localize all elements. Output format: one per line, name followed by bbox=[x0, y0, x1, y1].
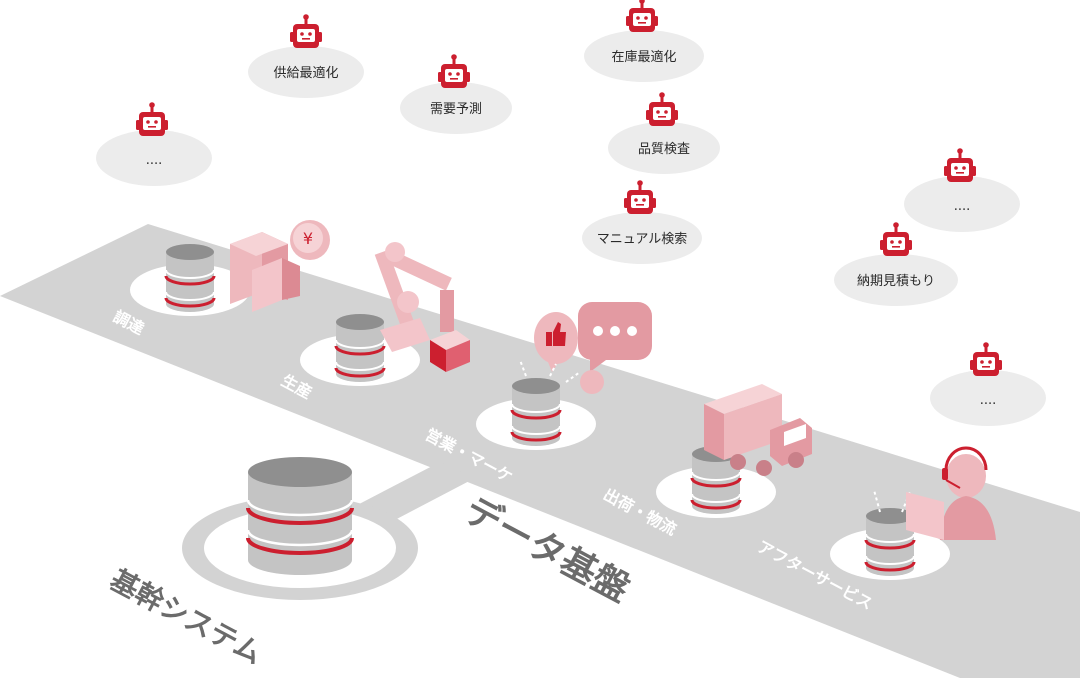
bubble-label: マニュアル検索 bbox=[597, 232, 688, 247]
ai-bubble-demand-forecast: 需要予測 bbox=[400, 54, 512, 134]
bubble-label: .... bbox=[954, 199, 971, 214]
stage-node-logistics bbox=[656, 444, 776, 518]
robot-arm-icon bbox=[374, 242, 470, 372]
yen-coin-icon: ¥ bbox=[290, 220, 330, 260]
bubble-label: 在庫最適化 bbox=[611, 49, 676, 65]
ai-bubble-supply-optimization: 供給最適化 bbox=[248, 14, 364, 98]
svg-text:¥: ¥ bbox=[303, 229, 313, 248]
stage-node-after-service bbox=[830, 506, 950, 580]
signal-lines bbox=[519, 359, 911, 513]
bubble-label: 需要予測 bbox=[430, 102, 482, 117]
boxes-icon bbox=[230, 232, 300, 312]
bubble-label: .... bbox=[146, 153, 163, 168]
core-database bbox=[182, 457, 418, 600]
ai-bubble-inventory-optimization: 在庫最適化 bbox=[584, 0, 704, 82]
bubble-label: 供給最適化 bbox=[273, 65, 338, 81]
ai-bubble-quality-inspection: 品質検査 bbox=[608, 92, 720, 174]
like-bubble-icon bbox=[534, 312, 578, 372]
data-platform-band bbox=[0, 224, 1080, 678]
truck-icon bbox=[704, 384, 812, 476]
ai-bubble-right-more: .... bbox=[904, 148, 1020, 232]
chat-bubble-icon bbox=[578, 302, 652, 394]
ai-bubble-lower-more: .... bbox=[930, 342, 1046, 426]
stage-node-procurement bbox=[130, 242, 250, 316]
bubble-label: 納期見積もり bbox=[857, 274, 935, 289]
bubble-label: 品質検査 bbox=[638, 142, 690, 157]
ai-bubble-delivery-estimate: 納期見積もり bbox=[834, 222, 958, 306]
ai-bubble-left-more: .... bbox=[96, 102, 212, 186]
ai-bubble-manual-search: マニュアル検索 bbox=[582, 180, 702, 264]
operator-icon bbox=[906, 446, 996, 540]
bubble-label: .... bbox=[980, 393, 997, 408]
stage-node-sales bbox=[476, 376, 596, 450]
